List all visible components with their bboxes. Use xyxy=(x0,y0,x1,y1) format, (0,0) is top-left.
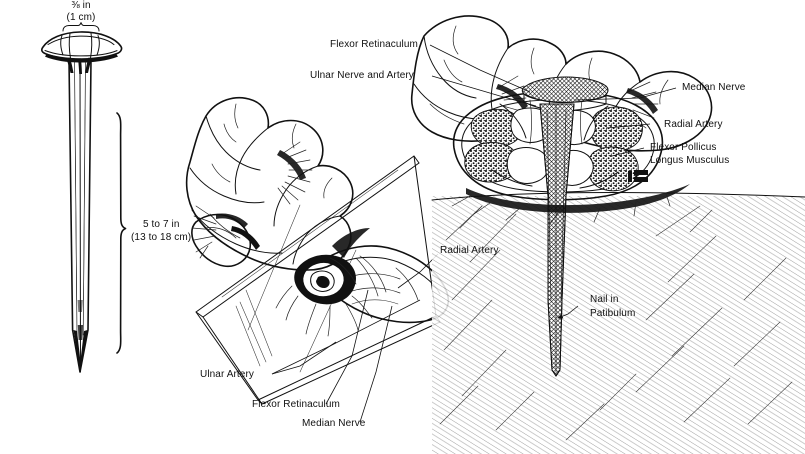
nail-length-label-line2: (13 to 18 cm) xyxy=(131,232,192,243)
label-nail-in-patibulum-line1: Nail in xyxy=(590,294,619,305)
label-flexor-retinaculum-cross-section: Flexor Retinaculum xyxy=(330,39,418,50)
label-nail-in-patibulum-line2: Patibulum xyxy=(590,308,636,319)
label-radial-artery-hand: Radial Artery xyxy=(440,245,499,256)
label-median-nerve-hand: Median Nerve xyxy=(302,418,366,429)
label-flexor-pollicus-line1: Flexor Pollicus xyxy=(650,142,717,153)
nail-head-width-label-line1: ⅜ in xyxy=(71,0,91,11)
label-median-nerve-cross-section: Median Nerve xyxy=(682,82,746,93)
artist-mark xyxy=(628,170,648,182)
nail-length-label-line1: 5 to 7 in xyxy=(143,219,180,230)
label-ulnar-nerve-and-artery: Ulnar Nerve and Artery xyxy=(310,70,414,81)
label-ulnar-artery-hand: Ulnar Artery xyxy=(200,369,254,380)
hand-on-patibulum-drawing xyxy=(185,96,450,423)
nail-head-width-label-line2: (1 cm) xyxy=(66,12,96,23)
nail-specimen-drawing xyxy=(40,22,127,373)
label-longus-musculus-line2: Longus Musculus xyxy=(650,155,730,166)
wrist-cross-section-drawing xyxy=(410,15,805,454)
label-radial-artery-cross-section: Radial Artery xyxy=(664,119,723,130)
label-flexor-retinaculum-hand: Flexor Retinaculum xyxy=(252,399,340,410)
